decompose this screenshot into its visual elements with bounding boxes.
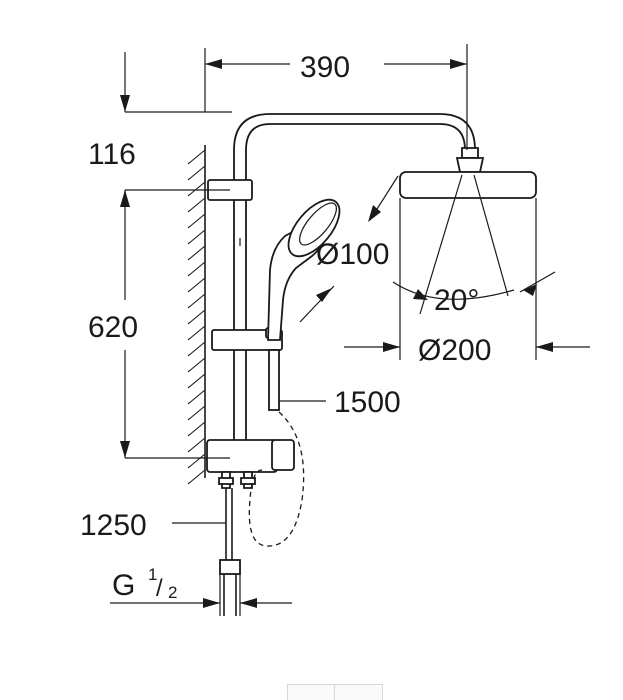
dimension-620 [120,190,130,458]
page-nav-stub-right [334,684,383,700]
label-390: 390 [300,51,350,84]
label-thread-numerator: 1 [148,565,157,584]
label-thread-slash: / [156,575,163,602]
wall-hatch-line [187,293,206,309]
wall-hatch-line [187,437,206,453]
dimension-390 [205,59,467,69]
hand-shower [267,198,341,341]
spray-cone [392,174,556,315]
wall-hatch-line [187,469,206,485]
wall-hatch-line [187,229,206,245]
hose-stub [268,349,280,411]
label-spray-angle: 20° [434,284,479,317]
overhead-shower-head [399,147,537,199]
wall-hatch-line [187,309,206,325]
wall-hatch-line [187,357,206,373]
wall-hatch-line [187,341,206,357]
wall-hatch-line [187,405,206,421]
label-1250: 1250 [80,509,147,542]
wall [187,145,206,485]
label-diameter-200: Ø200 [418,334,491,367]
page-nav-stub-left [287,684,335,700]
extension-lines [125,44,537,616]
label-620: 620 [88,311,138,344]
wall-hatch-line [187,421,206,437]
wall-hatch-line [187,181,206,197]
label-116: 116 [88,138,136,171]
wall-hatch-line [187,373,206,389]
dimension-thread [110,598,292,608]
wall-hatch-line [187,389,206,405]
dimension-116 [120,52,130,195]
wall-hatch-line [187,277,206,293]
wall-hatch-line [187,149,206,165]
dimension-diameter-200 [344,342,590,352]
label-thread-denominator: 2 [168,583,177,602]
wall-hatch-line [187,261,206,277]
wall-hatch-line [187,245,206,261]
supply-hose [219,488,241,616]
label-thread-prefix: G [112,569,135,602]
dimension-diameter-100 [299,175,399,323]
wall-hatch-line [187,325,206,341]
wall-hatch-line [187,453,206,469]
wall-hatch-line [187,165,206,181]
label-diameter-100: Ø100 [316,238,389,271]
wall-hatch-line [187,197,206,213]
hose-loop-dashed [248,411,305,547]
label-1500: 1500 [334,386,401,419]
wall-hatch-line [187,213,206,229]
diverter-body [206,439,295,489]
